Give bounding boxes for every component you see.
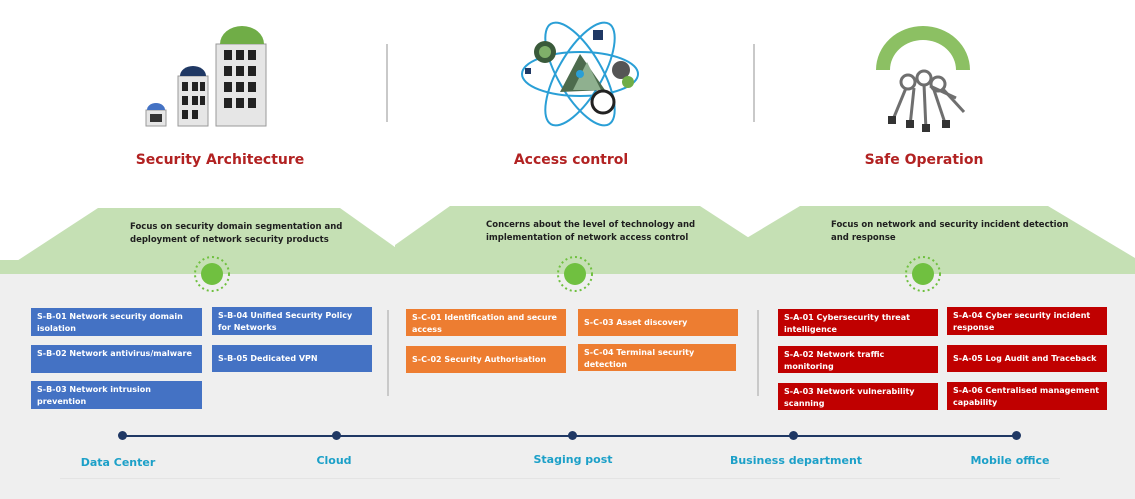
title-security-architecture: Security Architecture (135, 152, 305, 168)
box-s-a-02: S-A-02 Network traffic monitoring (778, 346, 938, 373)
timeline-label-business-department: Business department (729, 454, 863, 467)
timeline-label-staging-post: Staging post (533, 453, 613, 466)
timeline-node-cloud (332, 431, 341, 440)
timeline-node-data-center (118, 431, 127, 440)
atom-network-icon (521, 21, 639, 127)
box-s-a-05: S-A-05 Log Audit and Traceback (947, 345, 1107, 372)
desc-line: implementation of network access control (486, 233, 689, 243)
lower-divider-2 (757, 310, 759, 396)
green-band (0, 206, 1135, 274)
hub-icon-1 (194, 256, 230, 292)
desc-access-control: Concerns about the level of technology a… (486, 219, 695, 245)
box-s-b-04: S-B-04 Unified Security Policy for Netwo… (212, 307, 372, 335)
box-s-c-04: S-C-04 Terminal security detection (578, 344, 736, 371)
box-s-a-06: S-A-06 Centralised management capability (947, 382, 1107, 410)
box-s-a-01: S-A-01 Cybersecurity threat intelligence (778, 309, 938, 336)
title-access-control: Access control (513, 152, 629, 168)
timeline-node-business-department (789, 431, 798, 440)
desc-line: Focus on security domain segmentation an… (130, 222, 343, 232)
desc-line: Focus on network and security incident d… (831, 220, 1069, 230)
top-divider-2 (753, 44, 755, 122)
timeline-label-cloud: Cloud (316, 454, 352, 467)
timeline-node-mobile-office (1012, 431, 1021, 440)
box-s-c-03: S-C-03 Asset discovery (578, 309, 738, 336)
hub-icon-3 (905, 256, 941, 292)
desc-line: Concerns about the level of technology a… (486, 220, 696, 230)
top-divider-1 (386, 44, 388, 122)
box-s-a-04: S-A-04 Cyber security incident response (947, 307, 1107, 335)
box-s-a-03: S-A-03 Network vulnerability scanning (778, 383, 938, 410)
lower-divider-1 (387, 310, 389, 396)
timeline-label-data-center: Data Center (80, 456, 156, 469)
timeline-underline (60, 478, 1060, 479)
box-s-b-01: S-B-01 Network security domain isolation (31, 308, 202, 336)
box-s-b-02: S-B-02 Network antivirus/malware (31, 345, 202, 373)
buildings-icon (145, 26, 267, 127)
box-s-c-02: S-C-02 Security Authorisation (406, 346, 566, 373)
content-panel (0, 262, 1135, 499)
desc-line: and response (831, 233, 896, 243)
keys-gauge-icon (876, 26, 970, 132)
box-s-c-01: S-C-01 Identification and secure access (406, 309, 566, 336)
timeline-label-mobile-office: Mobile office (970, 454, 1050, 467)
desc-safe-operation: Focus on network and security incident d… (831, 219, 1068, 245)
title-safe-operation: Safe Operation (864, 152, 984, 168)
desc-line: deployment of network security products (130, 235, 329, 245)
box-s-b-05: S-B-05 Dedicated VPN (212, 345, 372, 372)
timeline-node-staging-post (568, 431, 577, 440)
hub-icon-2 (557, 256, 593, 292)
box-s-b-03: S-B-03 Network intrusion prevention (31, 381, 202, 409)
desc-security-architecture: Focus on security domain segmentation an… (130, 221, 342, 247)
